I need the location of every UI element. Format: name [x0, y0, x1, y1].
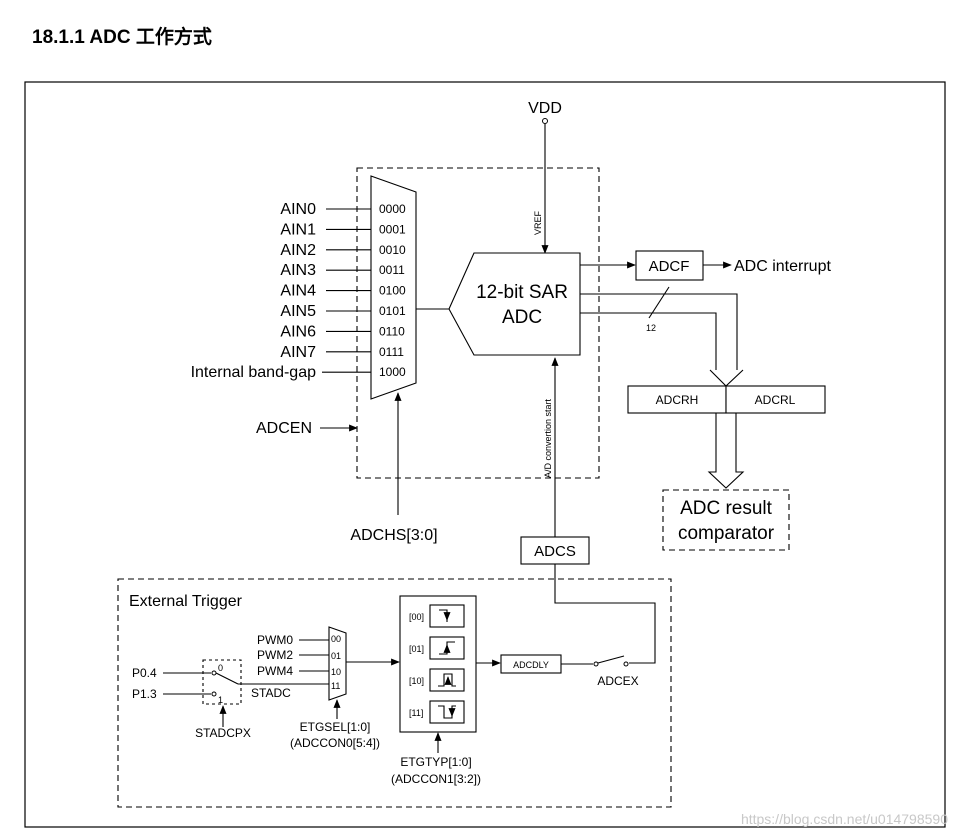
edge-code-0: [00]: [409, 612, 424, 622]
adcex-to-adcs-wire: [554, 564, 656, 664]
input-mux: [370, 175, 417, 400]
result-bus-upper: [580, 293, 738, 370]
input-label-6: AIN6: [280, 323, 316, 340]
result-comparator-subtitle: comparator: [678, 523, 775, 544]
compare-bus-left: [707, 413, 745, 489]
bus-width-label: 12: [646, 323, 656, 333]
page-title: 18.1.1 ADC 工作方式: [32, 27, 212, 48]
adc-boundary: [356, 167, 600, 479]
adcs-bit: [520, 536, 590, 565]
trigger-source-label-3: STADC: [251, 686, 291, 700]
vdd-label: VDD: [528, 100, 562, 117]
mux-code-4: 0100: [379, 284, 406, 298]
mux-code-2: 0010: [379, 243, 406, 257]
trigger-codes: 00 01 10 11: [331, 634, 341, 691]
adcf-flag: [635, 250, 704, 281]
etgsel-register-label: (ADCCON0[5:4]): [290, 736, 380, 750]
trigger-code-0: 00: [331, 634, 341, 644]
adchs-label: ADCHS[3:0]: [350, 527, 437, 544]
mux-code-5: 0101: [379, 304, 406, 318]
edge-code-1: [01]: [409, 644, 424, 654]
mux-code-7: 0111: [379, 345, 404, 359]
adcex-label: ADCEX: [597, 674, 638, 688]
conversion-start-label: A/D convertion start: [543, 398, 553, 478]
watermark: https://blog.csdn.net/u014798590: [740, 811, 948, 827]
switch-contact-0: [211, 670, 217, 676]
result-comparator-title: ADC result: [680, 498, 773, 519]
input-label-1: AIN1: [280, 221, 316, 238]
pin-p04-label: P0.4: [132, 666, 157, 680]
adcrl-register: [725, 385, 826, 414]
edge-glyph-box-2: [429, 668, 465, 692]
adcex-contact-left: [593, 661, 599, 667]
switch-pos-1-label: 1: [218, 695, 223, 705]
input-label-0: AIN0: [280, 201, 316, 218]
etgtyp-register-label: (ADCCON1[3:2]): [391, 772, 481, 786]
pin-p13-label: P1.3: [132, 687, 157, 701]
trigger-code-2: 10: [331, 667, 341, 677]
mux-codes: 0000 0001 0010 0011 0100 0101 0110 0111 1000: [379, 202, 406, 379]
mux-code-3: 0011: [379, 263, 405, 277]
adcen-label: ADCEN: [256, 420, 312, 437]
stadcpx-switch-box: [202, 659, 242, 705]
edge-code-2: [10]: [409, 676, 424, 686]
input-label-4: AIN4: [280, 283, 316, 300]
adcex-contact-right: [623, 661, 629, 667]
sar-adc-title: 12-bit SAR: [476, 282, 568, 303]
sar-adc-block: [448, 252, 581, 356]
edge-waveform-2: [438, 673, 456, 687]
switch-pos-0-label: 0: [218, 663, 223, 673]
etgsel-label: ETGSEL[1:0]: [300, 720, 371, 734]
input-label-3: AIN3: [280, 262, 316, 279]
trigger-code-3: 11: [331, 681, 340, 691]
result-comparator: [662, 489, 790, 551]
etgtyp-label: ETGTYP[1:0]: [400, 755, 471, 769]
result-bus-arrowhead: [709, 369, 744, 387]
adcex-switch-blade: [597, 655, 625, 664]
edge-waveform-3: [438, 705, 456, 719]
analog-inputs: AIN0AIN1AIN2AIN3AIN4AIN5AIN6AIN7Internal…: [191, 201, 371, 381]
adcrl-label: ADCRL: [755, 393, 796, 407]
trigger-code-1: 01: [331, 651, 341, 661]
input-label-2: AIN2: [280, 242, 316, 259]
adc-interrupt-label: ADC interrupt: [734, 258, 831, 275]
vref-label: VREF: [533, 210, 543, 235]
external-trigger-title: External Trigger: [129, 593, 243, 610]
trigger-source-label-0: PWM0: [257, 633, 293, 647]
adcs-label: ADCS: [534, 543, 576, 560]
switch-blade: [215, 672, 239, 685]
mux-code-8: 1000: [379, 365, 406, 379]
switch-contact-1: [211, 691, 217, 697]
stadcpx-label: STADCPX: [195, 726, 251, 740]
input-label-7: AIN7: [280, 344, 316, 361]
adcdly-label: ADCDLY: [513, 660, 549, 670]
edge-code-3: [11]: [409, 708, 423, 718]
mux-code-6: 0110: [379, 324, 405, 338]
mux-code-0: 0000: [379, 202, 406, 216]
diagram-frame: [24, 81, 946, 828]
trigger-mux: [328, 626, 347, 701]
sar-adc-subtitle: ADC: [502, 307, 542, 328]
trigger-source-label-1: PWM2: [257, 648, 293, 662]
bus-width-slash: [648, 286, 670, 319]
input-label-8: Internal band-gap: [191, 364, 317, 381]
adcrh-label: ADCRH: [656, 393, 699, 407]
edge-glyph-box-3: [429, 700, 465, 724]
vdd-terminal: [542, 118, 548, 124]
edge-options: [00] [01] [10] [11]: [409, 604, 465, 724]
adcf-label: ADCF: [649, 258, 690, 275]
mux-code-1: 0001: [379, 222, 406, 236]
input-label-5: AIN5: [280, 303, 316, 320]
trigger-source-label-2: PWM4: [257, 664, 293, 678]
result-bus-lower: [580, 312, 717, 370]
